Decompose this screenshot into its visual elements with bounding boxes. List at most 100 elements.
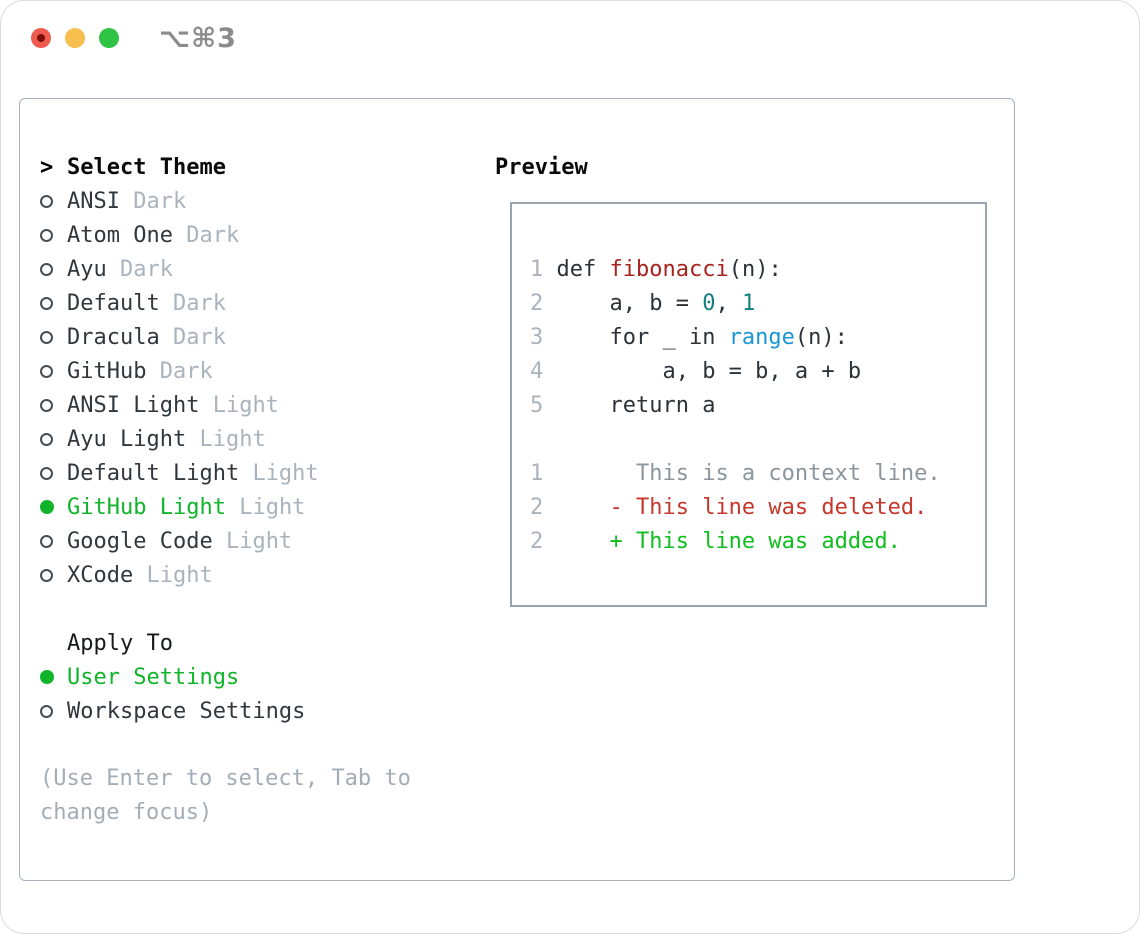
- theme-variant: Dark: [133, 188, 187, 214]
- help-text: (Use Enter to select, Tab to change focu…: [40, 766, 411, 825]
- theme-name: Ayu: [67, 256, 107, 282]
- code-token-builtin: range: [728, 324, 795, 350]
- radio-icon: [40, 534, 53, 548]
- theme-name: Default: [67, 290, 160, 316]
- maximize-button[interactable]: [99, 28, 119, 48]
- theme-option-default-light[interactable]: Default Light Light: [40, 456, 495, 490]
- code-line: 3 for _ in range(n):: [530, 320, 985, 354]
- window-title: ⌥⌘3: [159, 23, 237, 54]
- theme-option-google-code[interactable]: Google Code Light: [40, 524, 495, 558]
- radio-icon: [40, 228, 53, 242]
- line-number: 4: [530, 358, 557, 384]
- code-token-code_text: for _ in: [556, 324, 729, 350]
- theme-name: GitHub Light: [67, 494, 226, 520]
- code-token-code_text: a, b = b, a + b: [556, 358, 862, 384]
- code-line: 2 a, b = 0, 1: [530, 286, 985, 320]
- theme-option-ayu-light[interactable]: Ayu Light Light: [40, 422, 495, 456]
- select-theme-header: > Select Theme: [40, 150, 495, 184]
- theme-variant: Dark: [172, 290, 226, 316]
- preview-title: Preview: [495, 154, 588, 180]
- apply-to-title: Apply To: [67, 630, 173, 656]
- code-token-context: This is a context line.: [556, 460, 941, 486]
- line-number: 1: [530, 256, 557, 282]
- theme-option-default[interactable]: Default Dark: [40, 286, 495, 320]
- close-dot-icon: [37, 34, 45, 42]
- theme-name: XCode: [67, 562, 134, 588]
- radio-icon: [40, 296, 53, 310]
- theme-name: Ayu Light: [67, 426, 187, 452]
- code-line: 5 return a: [530, 388, 985, 422]
- apply-option-workspace-settings[interactable]: Workspace Settings: [40, 694, 495, 728]
- theme-variant: Light: [199, 426, 266, 452]
- radio-icon: [40, 330, 53, 344]
- radio-icon: [40, 262, 53, 276]
- code-token-code_text: ,: [715, 290, 742, 316]
- theme-option-github[interactable]: GitHub Dark: [40, 354, 495, 388]
- code-token-code_text: a, b =: [556, 290, 703, 316]
- code-blank-line: [530, 422, 985, 456]
- prompt-caret-icon: >: [40, 154, 54, 180]
- theme-variant: Light: [252, 460, 319, 486]
- theme-option-ayu[interactable]: Ayu Dark: [40, 252, 495, 286]
- theme-name: ANSI: [67, 188, 120, 214]
- code-line: 1 def fibonacci(n):: [530, 252, 985, 286]
- theme-variant: Dark: [186, 222, 240, 248]
- radio-selected-icon: [40, 500, 54, 514]
- apply-option-user-settings[interactable]: User Settings: [40, 660, 495, 694]
- theme-option-atom-one[interactable]: Atom One Dark: [40, 218, 495, 252]
- radio-icon: [40, 466, 53, 480]
- line-number: 5: [530, 392, 557, 418]
- code-token-number: 0: [702, 290, 716, 316]
- theme-variant: Dark: [120, 256, 173, 282]
- theme-variant: Light: [225, 528, 293, 554]
- radio-icon: [40, 704, 53, 718]
- code-line: 1 This is a context line.: [530, 456, 985, 490]
- theme-name: Atom One: [67, 222, 173, 248]
- spacer: [40, 728, 495, 762]
- line-number: 2: [530, 290, 557, 316]
- code-line: 2 - This line was deleted.: [530, 490, 985, 524]
- apply-option-label: Workspace Settings: [67, 698, 306, 724]
- theme-variant: Dark: [159, 358, 213, 384]
- theme-variant: Light: [212, 392, 279, 418]
- line-number: 1: [530, 460, 557, 486]
- theme-variant: Dark: [172, 324, 226, 350]
- theme-option-github-light[interactable]: GitHub Light Light: [40, 490, 495, 524]
- spacer: [40, 592, 495, 626]
- radio-icon: [40, 432, 53, 446]
- radio-icon: [40, 194, 53, 208]
- line-number: 3: [530, 324, 557, 350]
- radio-icon: [40, 364, 53, 378]
- theme-variant: Light: [239, 494, 306, 520]
- theme-name: GitHub: [67, 358, 147, 384]
- radio-icon: [40, 568, 53, 582]
- code-line: 4 a, b = b, a + b: [530, 354, 985, 388]
- code-token-deleted: - This line was deleted.: [556, 494, 928, 520]
- theme-name: Default Light: [67, 460, 240, 486]
- code-token-added: + This line was added.: [556, 528, 901, 554]
- theme-option-ansi[interactable]: ANSI Dark: [40, 184, 495, 218]
- theme-name: Google Code: [67, 528, 213, 554]
- apply-to-header: Apply To: [40, 626, 495, 660]
- code-token-code_text: (n):: [728, 256, 782, 282]
- close-button[interactable]: [31, 28, 51, 48]
- code-token-code_text: def: [556, 256, 610, 282]
- code-line: 2 + This line was added.: [530, 524, 985, 558]
- code-token-func: fibonacci: [609, 256, 729, 282]
- minimize-button[interactable]: [65, 28, 85, 48]
- line-number: 2: [530, 494, 557, 520]
- code-token-code_text: (n):: [794, 324, 848, 350]
- apply-option-label: User Settings: [67, 664, 240, 690]
- code-token-number: 1: [741, 290, 756, 316]
- line-number: 2: [530, 528, 557, 554]
